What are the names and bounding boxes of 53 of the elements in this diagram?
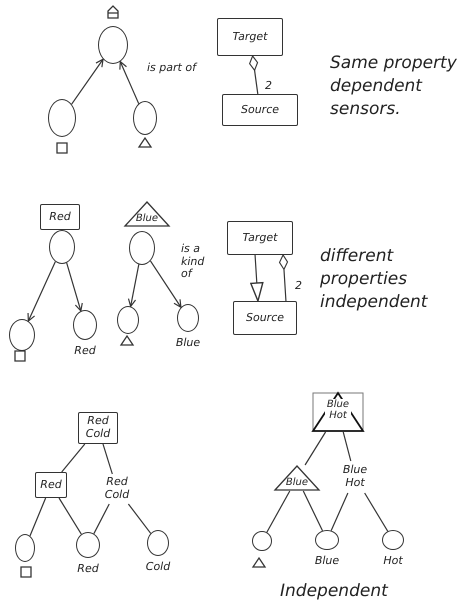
node-text: Source — [246, 312, 284, 324]
node-text: Red — [40, 478, 62, 492]
node-text: Blue — [286, 476, 308, 488]
labeled-box — [40, 204, 80, 230]
ellipse-node — [48, 99, 76, 137]
arrow — [71, 58, 104, 105]
triangle-node — [124, 201, 170, 227]
box-with-triangle — [312, 392, 364, 432]
ellipse-node — [315, 530, 339, 550]
labeled-box — [233, 301, 297, 335]
node-text: Blue Hot — [325, 398, 351, 422]
node-caption: Red — [74, 344, 96, 357]
node-text: Target — [242, 232, 278, 244]
node-caption: Blue — [314, 554, 340, 567]
ellipse-node — [73, 310, 97, 340]
arrow — [119, 61, 140, 104]
node-caption: Red — [77, 562, 99, 575]
labeled-box — [227, 221, 293, 255]
ellipse-node — [177, 304, 199, 332]
arrow — [250, 254, 264, 302]
note-text: Same property dependent sensors. — [330, 52, 458, 121]
node-text: Source — [240, 104, 280, 116]
node-caption: Hot — [383, 554, 403, 567]
arrow — [27, 261, 56, 322]
arrow — [128, 264, 140, 307]
ellipse-node — [117, 306, 139, 334]
arrow — [150, 260, 182, 308]
labeled-box — [35, 472, 67, 498]
node-caption: Blue — [176, 336, 200, 349]
node-text: Blue Hot — [342, 464, 368, 490]
ellipse-node — [15, 534, 35, 562]
ellipse-node — [76, 532, 100, 558]
node-text: Blue — [136, 212, 158, 224]
node-text: Red Cold — [104, 476, 130, 502]
node-caption: Cold — [146, 560, 170, 573]
ellipse-node — [147, 530, 169, 556]
node-text: Target — [232, 30, 268, 44]
labeled-box — [217, 18, 283, 56]
node-text: Red — [49, 210, 71, 224]
ellipse-node — [98, 26, 128, 64]
ellipse-node — [252, 531, 272, 551]
ellipse-node — [133, 101, 157, 135]
note-text: Independent — [280, 580, 390, 603]
ellipse-node — [9, 319, 35, 351]
arrow — [66, 262, 83, 312]
ellipse-node — [49, 230, 75, 264]
note-text: different properties independent — [320, 245, 429, 314]
triangle-node — [274, 465, 320, 491]
labeled-box — [222, 94, 298, 126]
ellipse-node — [382, 530, 404, 550]
labeled-box — [78, 412, 118, 444]
node-text: Red Cold — [84, 415, 112, 441]
ellipse-node — [129, 231, 155, 265]
